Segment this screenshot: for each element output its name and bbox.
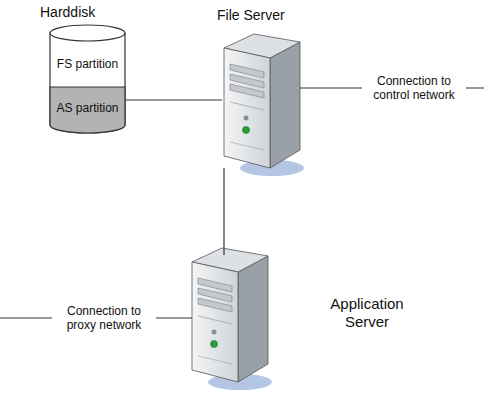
file-server-icon [224,34,304,176]
connection-line [223,168,224,255]
file-server: File Server [222,34,300,168]
partition-label: FS partition [57,57,118,71]
network-label: Connection to proxy network [52,303,156,333]
node-heading: File Server [217,6,285,24]
node-heading: Application Server [322,295,412,331]
network-label: Connection to control network [362,73,466,103]
harddisk-cylinder [50,25,125,133]
connection-line [125,99,222,100]
fs-partition: FS partition [50,41,125,87]
application-server-icon [192,248,272,390]
partition-label: AS partition [56,101,118,115]
harddisk: HarddiskFS partitionAS partition [50,25,125,133]
node-heading: Harddisk [40,3,95,21]
application-server: Application Server [192,255,276,390]
as-partition: AS partition [50,87,125,129]
